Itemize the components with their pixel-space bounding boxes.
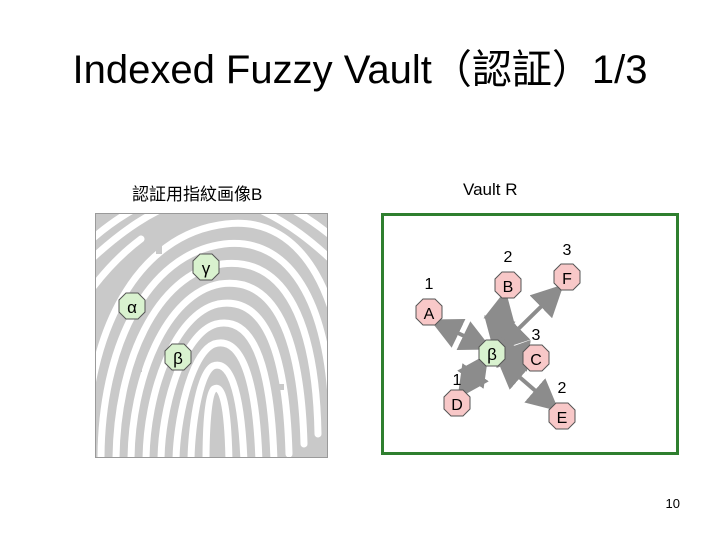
vault-box [381,213,679,455]
vault-node-b-index: 2 [504,249,513,266]
minutia-alpha-label: α [127,298,137,317]
link-beta-f [496,284,564,351]
vault-links [429,284,564,412]
vault-node-a-index: 1 [425,276,434,293]
slide-title: Indexed Fuzzy Vault（認証）1/3 [72,48,648,92]
minutia-beta-label: β [173,349,183,368]
minutia-gamma-label: γ [202,259,211,278]
minutia-beta: β [164,343,192,371]
vault-node-f-label: F [562,271,572,288]
vault-node-e-label: E [557,410,568,427]
vault-node-d: D 1 [443,372,471,417]
link-beta-c [496,336,531,372]
fingerprint-label: 認証用指紋画像B [132,185,263,204]
vault-node-c-label: C [530,352,542,369]
vault-node-f-index: 3 [563,242,572,259]
vault-node-d-index: 1 [453,372,462,389]
vault-node-c: C 3 [522,327,550,372]
vault-center-label: β [487,345,497,364]
vault-node-e: E 2 [548,380,576,430]
vault-node-e-index: 2 [558,380,567,397]
vault-node-f: F 3 [553,242,581,291]
link-beta-a [429,318,493,351]
link-beta-e [495,356,560,412]
vault-node-d-label: D [451,397,463,414]
link-beta-d [457,353,489,399]
vault-node-a-label: A [424,306,435,323]
vault-label: Vault R [463,180,518,199]
vault-node-b-label: B [503,279,514,296]
minutia-gamma: γ [192,253,220,281]
vault-node-c-index: 3 [532,327,541,344]
link-beta-b [483,290,516,350]
page-number: 10 [665,496,680,511]
minutia-alpha: α [118,292,146,320]
vault-node-a: A 1 [415,276,443,326]
fingerprint-image [95,213,328,458]
vault-node-b: B 2 [494,249,522,299]
vault-center-beta: β [478,339,506,367]
